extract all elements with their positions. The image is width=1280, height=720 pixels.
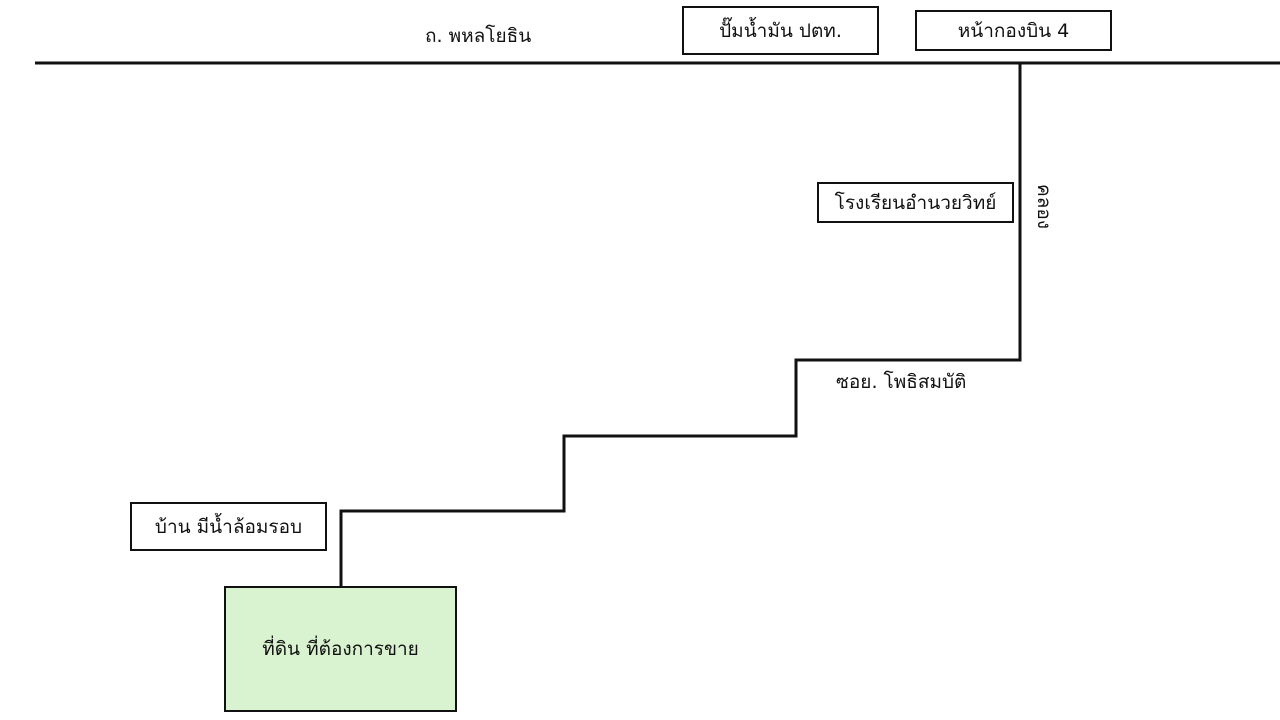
canal-label: คลอง	[1033, 184, 1055, 230]
air-wing-box: หน้ากองบิน 4	[915, 10, 1112, 51]
route-line	[339, 63, 1022, 587]
house-box: บ้าน มีน้ำล้อมรอบ	[130, 502, 327, 551]
gas-station-box: ปั๊มน้ำมัน ปตท.	[682, 6, 879, 55]
main-road-label: ถ. พหลโยธิน	[425, 25, 532, 47]
school-box: โรงเรียนอำนวยวิทย์	[817, 182, 1014, 223]
target-land-box: ที่ดิน ที่ต้องการขาย	[224, 586, 457, 712]
soi-label: ซอย. โพธิสมบัติ	[836, 371, 967, 393]
